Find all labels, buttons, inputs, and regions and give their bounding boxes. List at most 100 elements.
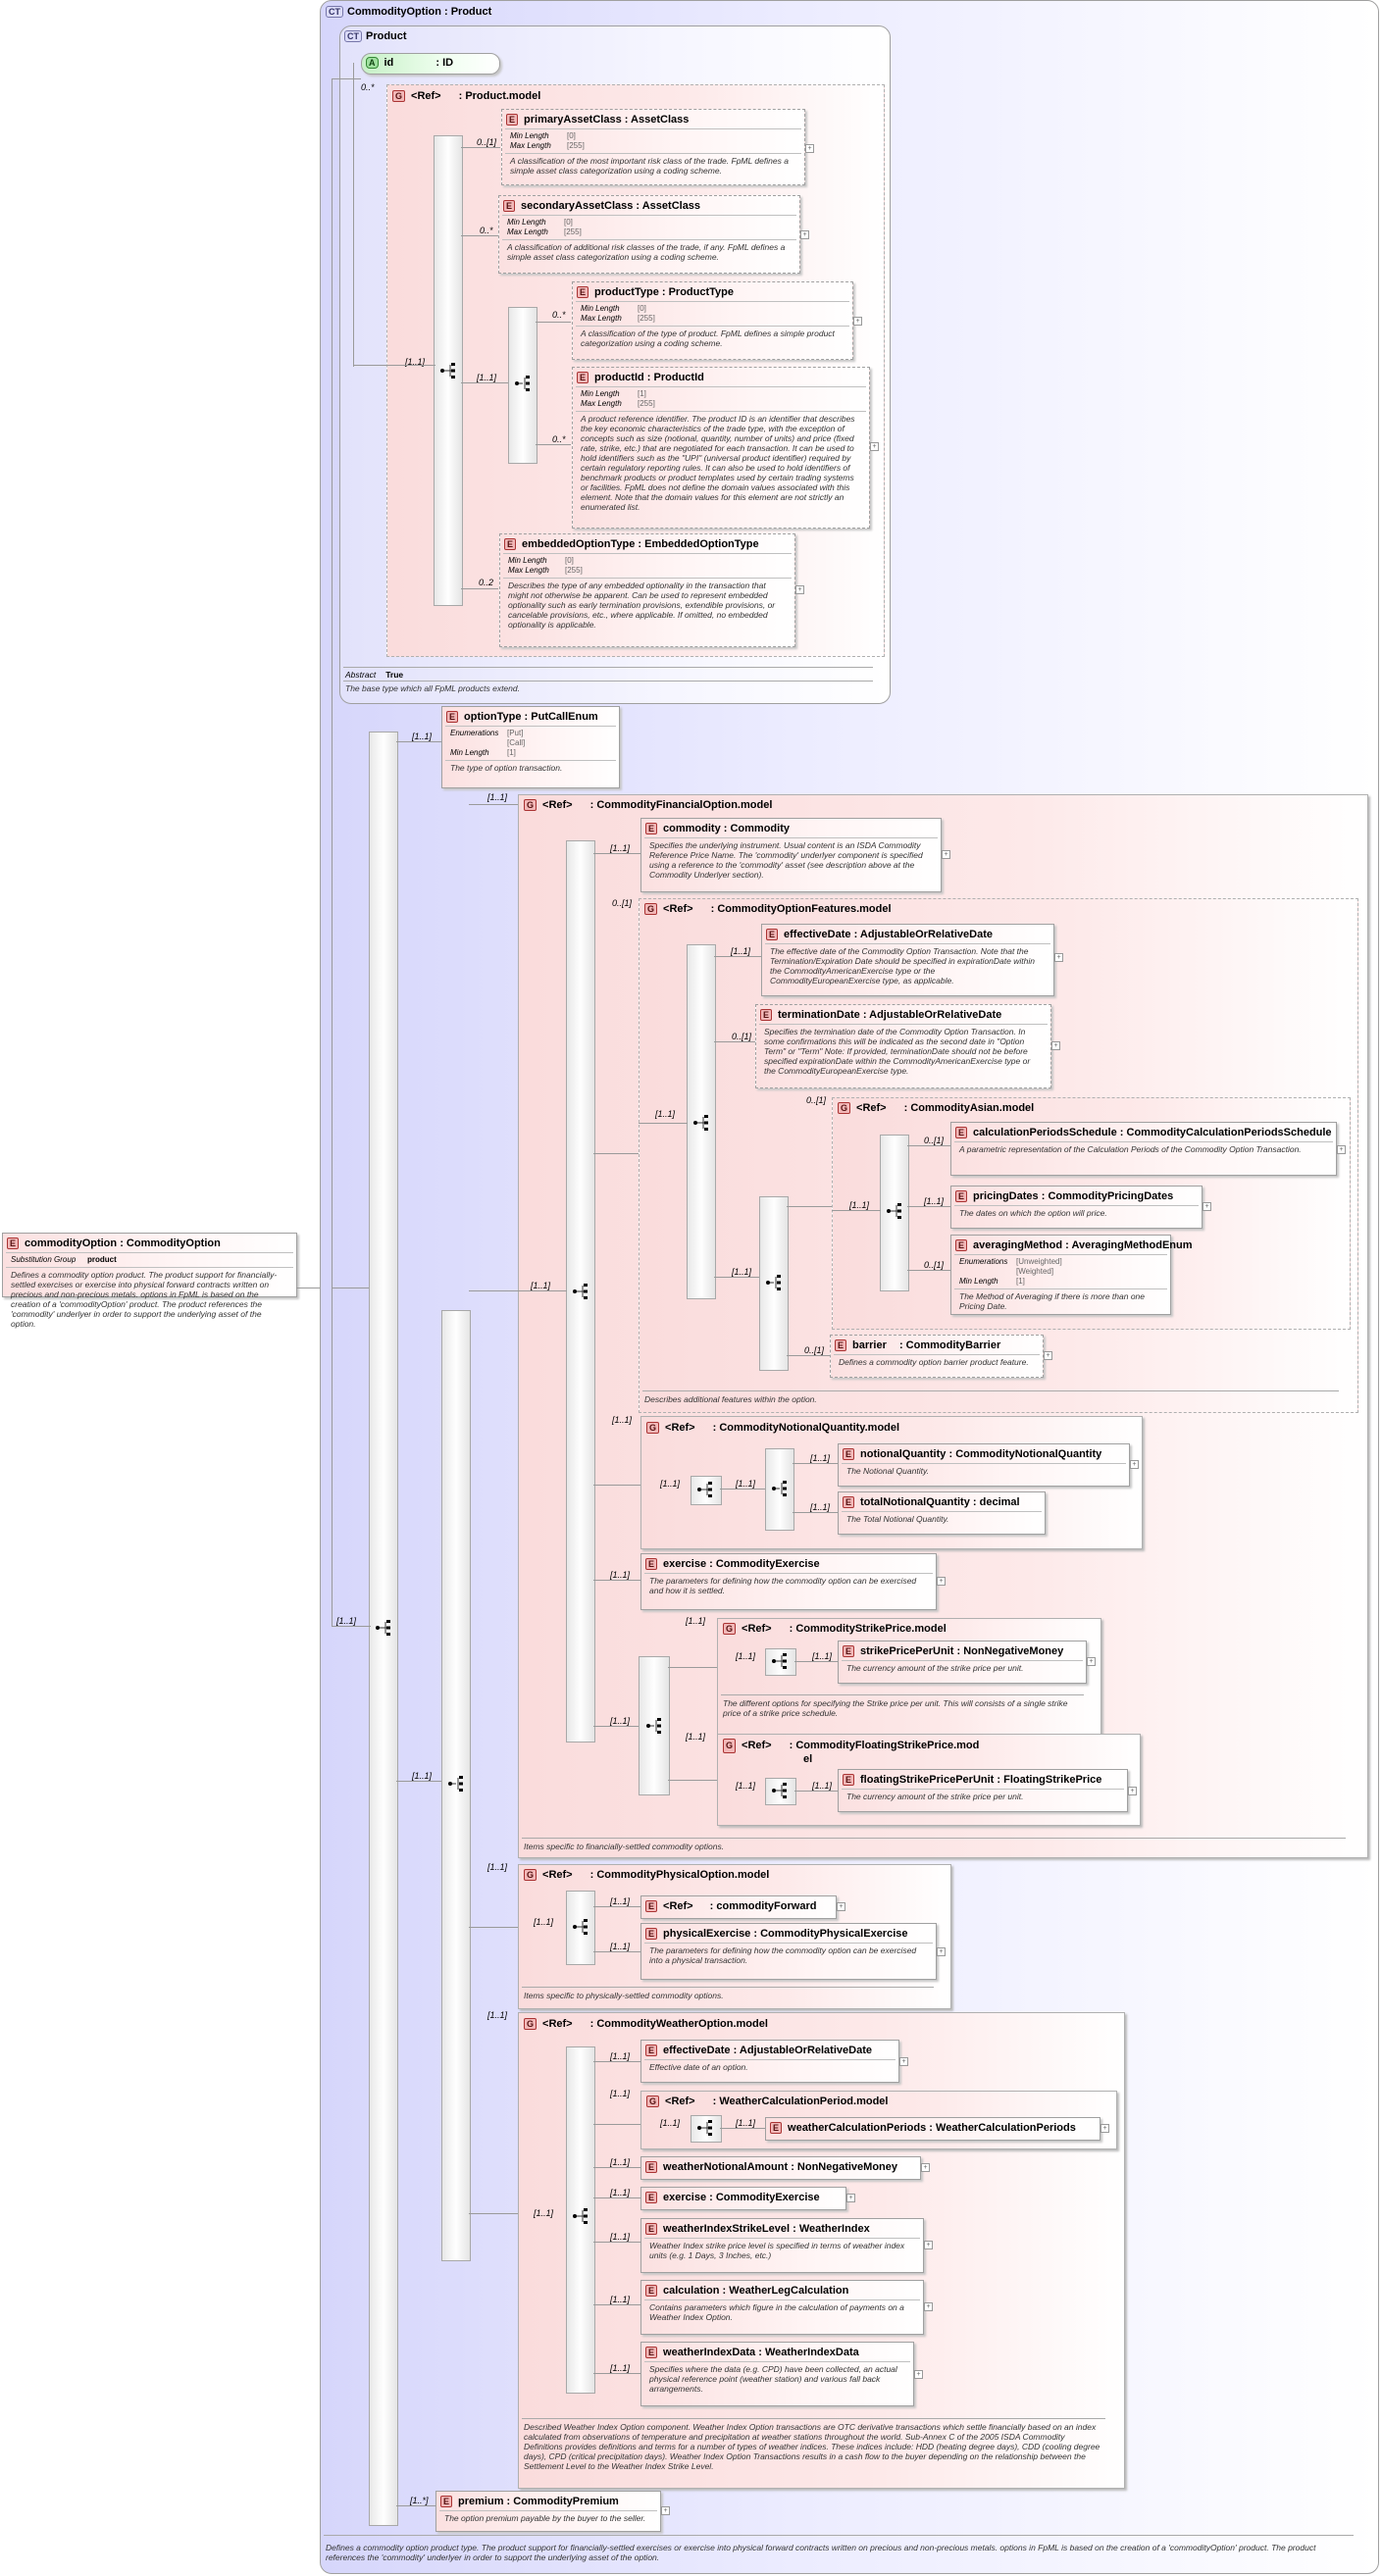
ref-label: <Ref> bbox=[665, 2096, 695, 2107]
facet-key: Min Length bbox=[450, 748, 489, 757]
element-badge: E bbox=[760, 1009, 773, 1021]
element-name: weatherNotionalAmount bbox=[663, 2161, 789, 2173]
element-doc: A classification of the type of product.… bbox=[576, 326, 849, 352]
group-title: G<Ref>: CommodityFinancialOption.model bbox=[524, 799, 772, 811]
element-name: premium bbox=[458, 2496, 504, 2507]
element-type: : AveragingMethodEnum bbox=[1065, 1239, 1193, 1251]
multiplicity: [1..1] bbox=[336, 1616, 357, 1626]
ct-badge: CT bbox=[326, 6, 343, 18]
element-name: optionType bbox=[464, 711, 522, 723]
element-type: : AssetClass bbox=[636, 200, 701, 212]
sequence-bar bbox=[691, 2115, 722, 2143]
group-badge: G bbox=[524, 1869, 537, 1881]
group-title: G<Ref>: WeatherCalculationPeriod.model bbox=[646, 2096, 888, 2107]
multiplicity: [1..1] bbox=[405, 357, 426, 367]
ref-label: <Ref> bbox=[542, 2018, 573, 2030]
group-name-continued: el bbox=[803, 1753, 813, 1765]
element-doc: Specifies the termination date of the Co… bbox=[759, 1024, 1048, 1080]
facet-value: [255] bbox=[638, 314, 655, 323]
facet-key: Enumerations bbox=[959, 1257, 1008, 1266]
group-badge: G bbox=[646, 2096, 660, 2107]
element-name: averagingMethod bbox=[973, 1239, 1063, 1251]
multiplicity: [1..1] bbox=[610, 1896, 631, 1906]
multiplicity: [1..1] bbox=[610, 2051, 631, 2061]
element-badge: E bbox=[645, 2192, 658, 2203]
facet-value: [255] bbox=[564, 227, 582, 236]
multiplicity: [1..1] bbox=[810, 1502, 831, 1512]
sequence-icon bbox=[697, 2120, 712, 2136]
multiplicity: 0..* bbox=[480, 226, 493, 235]
element-type: : EmbeddedOptionType bbox=[638, 538, 759, 550]
element-badge: E bbox=[7, 1237, 20, 1249]
group-doc: Described Weather Index Option component… bbox=[524, 2422, 1100, 2471]
group-doc: Items specific to physically-settled com… bbox=[524, 1991, 724, 2000]
element-doc: Specifies where the data (e.g. CPD) have… bbox=[644, 2361, 910, 2398]
multiplicity: [1..1] bbox=[736, 1651, 756, 1661]
facet-value: [Put] bbox=[507, 729, 524, 737]
facet-key: Max Length bbox=[510, 141, 551, 150]
sequence-bar bbox=[566, 1891, 595, 1965]
sequence-bar bbox=[765, 1778, 796, 1805]
ref-label: <Ref> bbox=[411, 90, 441, 102]
multiplicity: [1..1] bbox=[736, 1781, 756, 1791]
element-name: weatherCalculationPeriods bbox=[788, 2122, 927, 2134]
multiplicity: [1..1] bbox=[531, 1281, 551, 1290]
sequence-bar bbox=[687, 944, 716, 1299]
facet-value: [Unweighted] bbox=[1016, 1257, 1062, 1266]
element-doc: The option premium payable by the buyer … bbox=[439, 2510, 657, 2527]
multiplicity: 0..[1] bbox=[477, 137, 497, 147]
facet-value: [0] bbox=[565, 556, 574, 565]
group-name: : CommodityPhysicalOption.model bbox=[589, 1869, 770, 1881]
multiplicity: [1..1] bbox=[660, 2118, 681, 2128]
element-badge: E bbox=[955, 1127, 968, 1138]
commodity-forward-ref[interactable]: E<Ref> : commodityForward bbox=[640, 1895, 837, 1919]
facet-value: [255] bbox=[565, 566, 583, 575]
ref-label: <Ref> bbox=[663, 1900, 693, 1912]
element-type: : CommodityOption bbox=[120, 1237, 221, 1249]
group-title: G<Ref>: CommodityOptionFeatures.model bbox=[644, 903, 892, 915]
sequence-bar bbox=[691, 1476, 722, 1505]
facet-key: Min Length bbox=[581, 389, 620, 398]
element-type: : ProductId bbox=[646, 372, 704, 383]
element-name: productType bbox=[594, 286, 659, 298]
element-name: strikePricePerUnit bbox=[860, 1645, 954, 1657]
facet-key: Max Length bbox=[581, 314, 622, 323]
group-badge: G bbox=[723, 1623, 737, 1635]
facet-key: Abstract bbox=[345, 670, 377, 680]
facet-key: Min Length bbox=[510, 131, 549, 140]
group-title: G<Ref>: CommodityFloatingStrikePrice.mod… bbox=[723, 1739, 979, 1766]
group-badge: G bbox=[838, 1102, 851, 1114]
element-badge: E bbox=[645, 2223, 658, 2235]
multiplicity: 0..[1] bbox=[924, 1260, 945, 1270]
